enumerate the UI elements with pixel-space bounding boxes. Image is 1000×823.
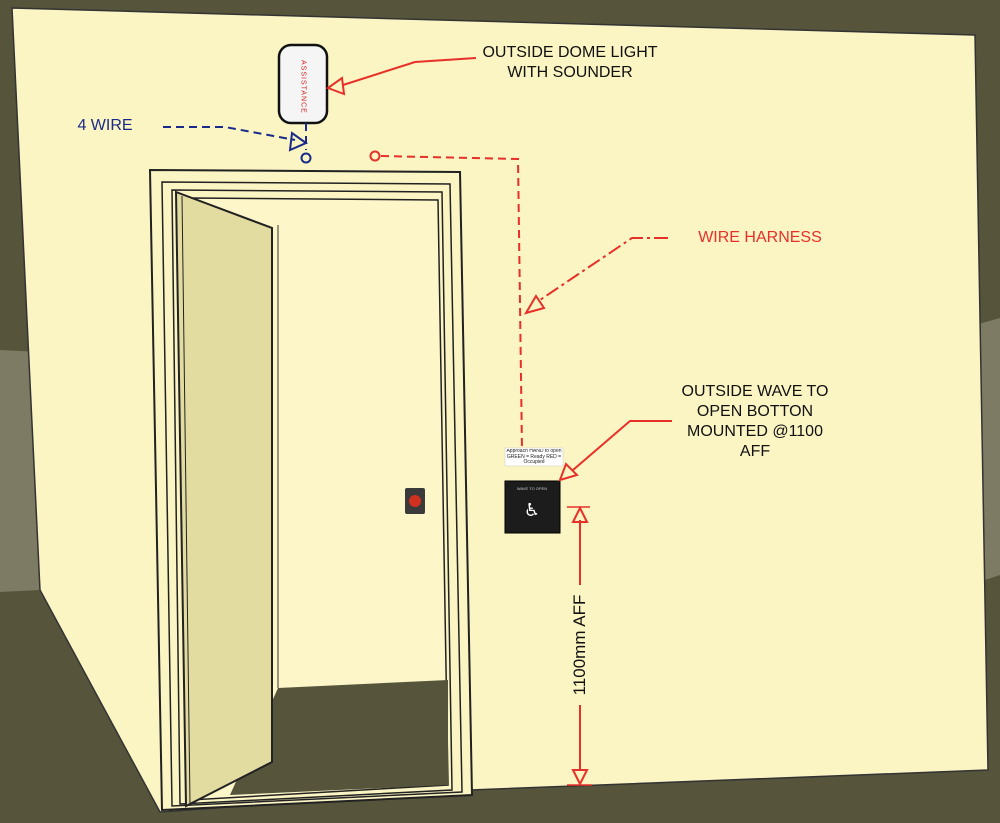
wire-harness-label: WIRE HARNESS bbox=[698, 229, 822, 246]
blue-wire-termination bbox=[300, 152, 312, 164]
dome-light-label: OUTSIDE DOME LIGHT WITH SOUNDER bbox=[470, 43, 670, 83]
instruction-sign-text: Approach HAND to open GREEN = Ready RED … bbox=[506, 449, 562, 465]
left-corridor bbox=[0, 350, 40, 592]
dome-light-text: ASSISTANCE bbox=[300, 60, 307, 114]
label-line: OPEN BOTTON bbox=[696, 403, 814, 420]
instruction-sign bbox=[504, 447, 564, 467]
label-line: MOUNTED @1100 bbox=[687, 423, 823, 440]
label-line: WITH SOUNDER bbox=[507, 64, 633, 81]
red-wire-termination bbox=[369, 150, 381, 162]
dome-light-with-sounder: ASSISTANCE bbox=[277, 43, 329, 125]
wheelchair-icon: ♿ bbox=[524, 500, 540, 521]
label-line: OUTSIDE WAVE TO bbox=[681, 383, 829, 400]
wave-to-open-button: WAVE TO OPEN ♿ bbox=[504, 480, 561, 534]
door-leaf bbox=[174, 190, 273, 808]
button-text: WAVE TO OPEN bbox=[517, 486, 547, 491]
four-wire-label: 4 WIRE bbox=[77, 117, 133, 134]
height-dimension-label: 1100mm AFF bbox=[570, 594, 589, 696]
wave-button-label: OUTSIDE WAVE TO OPEN BOTTON MOUNTED @110… bbox=[670, 382, 840, 462]
interior-floor bbox=[230, 680, 448, 795]
label-line: AFF bbox=[739, 443, 771, 460]
label-line: OUTSIDE DOME LIGHT bbox=[482, 44, 658, 61]
